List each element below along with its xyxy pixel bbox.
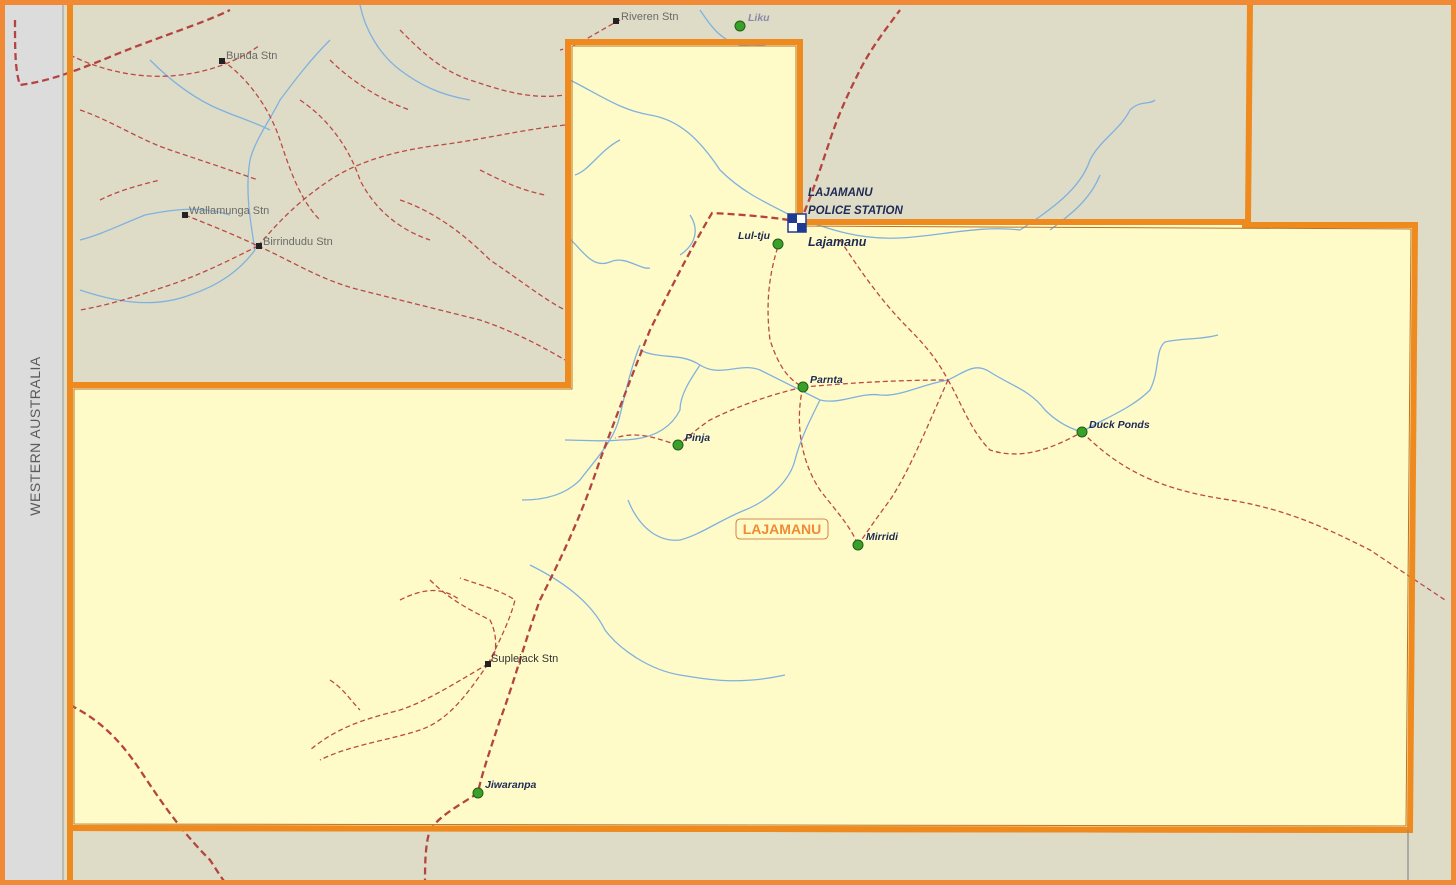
minor-roads (69, 19, 1446, 761)
community-marker-lultju (772, 238, 784, 250)
community-marker-duckponds (1076, 426, 1088, 438)
station-marker-birrindudu (256, 243, 262, 249)
region-label-badge: LAJAMANU (735, 518, 829, 540)
station-marker-wallamunga (182, 212, 188, 218)
western-australia-strip (5, 5, 63, 880)
community-label-lultju: Lul-tju (738, 230, 771, 242)
lajamanu-region-area (70, 42, 1415, 830)
station-markers (182, 18, 619, 667)
rivers (79, 5, 1219, 682)
police-station-label-line1: LAJAMANU (808, 187, 873, 199)
western-australia-label: WESTERN AUSTRALIA (27, 356, 43, 516)
community-marker-parnta (797, 381, 809, 393)
community-markers[interactable] (472, 20, 1088, 799)
community-label-duckponds: Duck Ponds (1089, 419, 1150, 431)
region-boundaries (67, 5, 1419, 880)
station-label-supplejack: Suplejack Stn (491, 653, 558, 665)
community-label-pinja: Pinja (685, 432, 710, 444)
community-marker-jiwaranpa (472, 787, 484, 799)
community-label-parnta: Parnta (810, 374, 843, 386)
town-label-lajamanu: Lajamanu (808, 235, 867, 249)
community-label-liku: Liku (748, 12, 770, 24)
police-station-label-line2: POLICE STATION (808, 205, 903, 217)
station-label-riveren: Riveren Stn (621, 11, 678, 23)
station-marker-supplejack (485, 661, 491, 667)
station-label-birrindudu: Birrindudu Stn (263, 236, 333, 248)
station-label-bunda: Bunda Stn (226, 50, 277, 62)
station-label-wallamunga: Wallamunga Stn (189, 205, 269, 217)
police-station-icon[interactable] (787, 213, 807, 233)
community-marker-liku (734, 20, 746, 32)
community-marker-pinja (672, 439, 684, 451)
map-canvas[interactable]: WESTERN AUSTRALIA LAJAMANU LAJAMANU POLI… (5, 5, 1451, 880)
station-marker-bunda (219, 58, 225, 64)
community-marker-mirridi (852, 539, 864, 551)
community-label-mirridi: Mirridi (866, 531, 899, 543)
station-marker-riveren (613, 18, 619, 24)
region-label: LAJAMANU (743, 521, 822, 537)
community-label-jiwaranpa: Jiwaranpa (485, 779, 537, 791)
